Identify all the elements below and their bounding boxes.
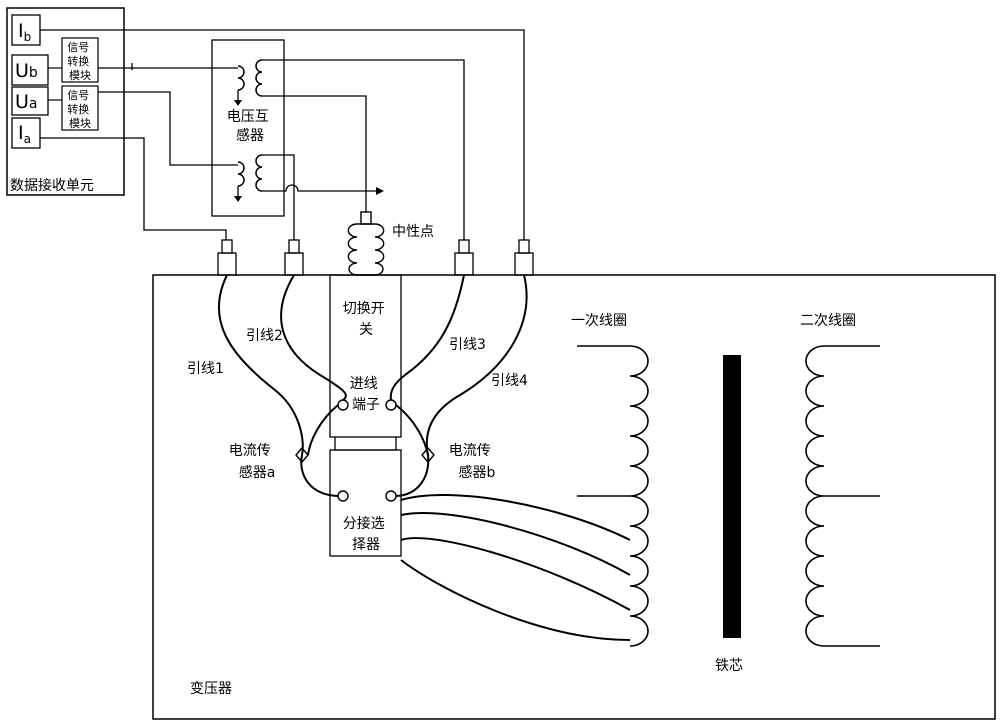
leads [217,274,528,497]
vt-bottom-left-coil [237,161,245,187]
bushing-1 [217,239,237,276]
lead-1-label: 引线1 [187,361,224,377]
ground-arrow-bottom-icon [234,196,242,202]
vt-bottom-right-coil [255,154,263,192]
signal-wires [40,29,525,240]
transformer-tank [152,274,996,720]
tap-selector [329,437,402,557]
current-sensor-a-icon [295,446,309,464]
signal-conversion-module-bottom [61,85,99,131]
lead-3-label: 引线3 [449,337,486,353]
primary-coil-label: 一次线圈 [571,313,627,329]
ib-channel-label: Ib [18,20,31,44]
vt-top-left-coil [237,65,245,91]
lead-3-wire [389,274,465,401]
switch-box [329,274,402,438]
current-sensor-a-label: 电流传 感器a [229,443,276,481]
signal-module-bottom-text: 信号 转换 模块 [67,89,93,130]
secondary-coil [805,345,880,647]
tap-selector-terminal-right [385,490,397,502]
data-receiving-unit-box [6,7,125,196]
neutral-point-insulator [347,211,385,276]
incoming-terminal-left [337,399,349,411]
voltage-transformer: 电压互 感器 [211,39,285,217]
voltage-transformer-box [211,39,285,217]
ub-channel-label: Ub [15,60,38,82]
ia-channel-box [11,117,41,149]
lead-2-wire [280,274,347,401]
bushing-2 [284,239,304,276]
neutral-ground-arrow-icon [376,187,384,195]
vt-bottom-right-wire [262,184,376,192]
ground-arrow-top-icon [234,100,242,106]
neutral-point-label: 中性点 [392,224,434,240]
ua-channel-label: Ua [15,91,38,113]
incoming-terminal-label: 进线 端子 [350,376,382,413]
ua-channel-box [11,86,49,116]
lead-4-label: 引线4 [491,373,528,389]
bushing-3 [454,239,474,276]
data-receiving-unit-title: 数据接收单元 [10,177,94,194]
iron-core [723,355,741,638]
primary-coil [577,345,649,647]
vt-top-right-coil [255,59,263,97]
lead-4-wire [395,274,528,497]
data-receiving-unit: Ib Ub Ua Ia 信号 转换 模块 信号 转换 模块 数据接收单元 [6,7,125,196]
signal-conversion-module-top [61,37,99,83]
switch-label: 切换开 关 [343,300,389,338]
lead-2-label: 引线2 [246,328,283,344]
secondary-coil-label: 二次线圈 [800,313,856,329]
tap-selector-label: 分接选 择器 [343,515,389,553]
switch-internal-wire-left [307,404,339,456]
bushings [217,239,534,276]
lead-1-wire [217,274,339,497]
ia-wire [40,137,227,240]
iron-core-label: 铁芯 [715,658,743,674]
current-sensor-b-label: 电流传 感器b [449,443,496,481]
switch-internal-wire-right [395,404,429,456]
vt-bottom-to-bushing2-wire [262,154,295,240]
transformer-label: 变压器 [190,681,232,697]
ib-wire [40,29,525,240]
ua-wire [98,91,238,166]
ia-channel-label: Ia [18,122,31,146]
tap-leads [400,494,631,641]
vt-top-to-neutral-wire [262,95,367,212]
vt-top-to-bushing3-wire [262,59,465,240]
bushing-4 [514,239,534,276]
current-sensor-b-icon [421,446,435,464]
tap-selector-terminal-left [337,490,349,502]
signal-module-top-text: 信号 转换 模块 [67,41,93,82]
voltage-transformer-label: 电压互 感器 [227,109,273,144]
ub-channel-box [11,54,49,86]
incoming-terminal-right [385,399,397,411]
